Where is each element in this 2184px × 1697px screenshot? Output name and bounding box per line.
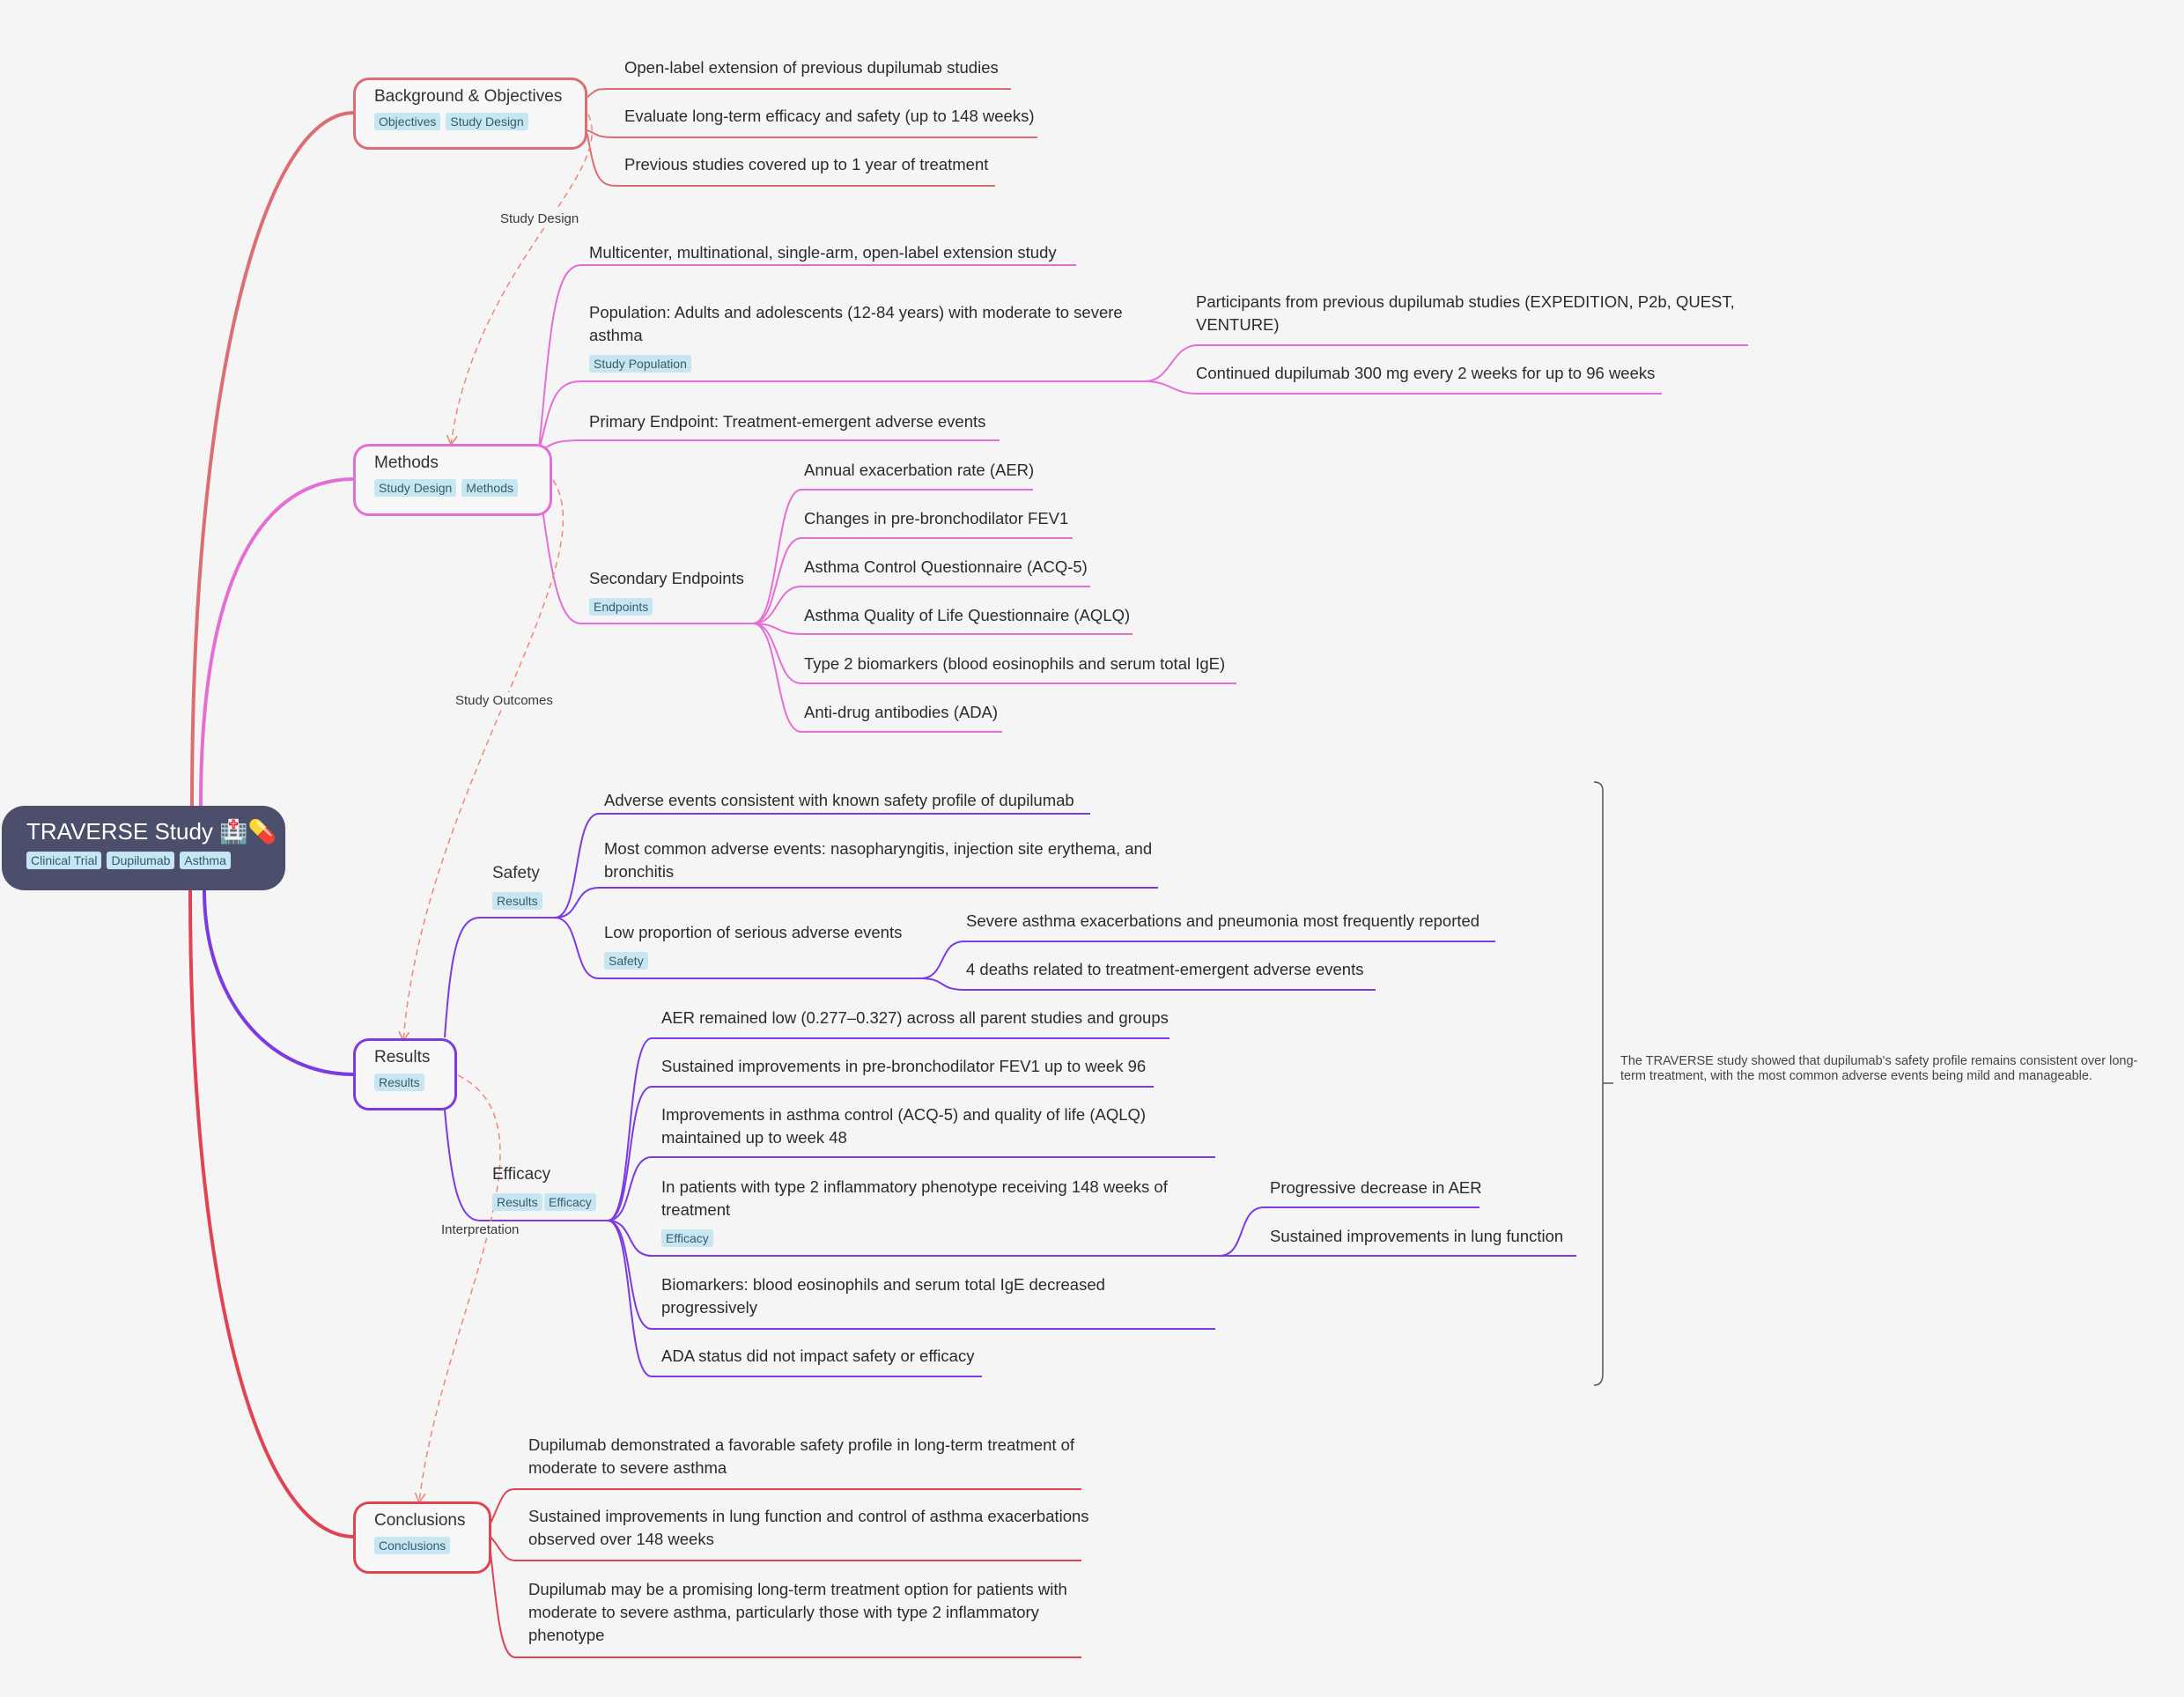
results-efficacy[interactable]: Efficacy xyxy=(492,1163,550,1186)
results-summary[interactable]: The TRAVERSE study showed that dupilumab… xyxy=(1620,1054,2138,1083)
summary-bracket xyxy=(1593,781,1604,1386)
branch-results xyxy=(203,889,355,1076)
efficacy-item[interactable]: Biomarkers: blood eosinophils and serum … xyxy=(661,1275,1105,1317)
safety-tag: Results xyxy=(492,892,542,910)
root-tag: Asthma xyxy=(180,852,231,869)
type2-item[interactable]: Sustained improvements in lung function xyxy=(1270,1227,1564,1245)
population-tag: Study Population xyxy=(589,355,691,373)
background-item[interactable]: Open-label extension of previous dupilum… xyxy=(624,58,999,77)
topic-title: Conclusions xyxy=(374,1511,466,1530)
methods-population[interactable]: Population: Adults and adolescents (12-8… xyxy=(589,303,1123,344)
serious-events-tag: Safety xyxy=(604,952,648,970)
relationship-lines xyxy=(398,114,593,1504)
topic-tag: Study Design xyxy=(374,479,457,497)
secondary-endpoints-tag: Endpoints xyxy=(589,598,653,616)
safety-serious-events[interactable]: Low proportion of serious adverse events xyxy=(604,923,903,941)
relationship-label[interactable]: Study Outcomes xyxy=(453,692,556,709)
results-safety[interactable]: Safety xyxy=(492,862,540,885)
root-topic[interactable]: TRAVERSE Study 🏥💊 Clinical Trial Dupilum… xyxy=(2,806,285,890)
background-item[interactable]: Previous studies covered up to 1 year of… xyxy=(624,155,989,173)
topic-title: Results xyxy=(374,1048,431,1066)
root-tag: Clinical Trial xyxy=(26,852,102,869)
topic-methods[interactable]: Methods Study Design Methods xyxy=(353,444,552,516)
relationship-study-design-line xyxy=(446,114,593,446)
population-item[interactable]: Participants from previous dupilumab stu… xyxy=(1196,292,1735,334)
efficacy-item[interactable]: Sustained improvements in pre-bronchodil… xyxy=(661,1057,1147,1075)
efficacy-tag: Efficacy xyxy=(544,1193,596,1211)
root-title: TRAVERSE Study 🏥💊 xyxy=(26,818,277,845)
topic-conclusions[interactable]: Conclusions Conclusions xyxy=(353,1501,491,1574)
conclusion-item[interactable]: Dupilumab may be a promising long-term t… xyxy=(528,1580,1067,1644)
topic-background-objectives[interactable]: Background & Objectives Objectives Study… xyxy=(353,77,587,150)
topic-tag: Study Design xyxy=(446,113,528,130)
branch-background xyxy=(190,111,355,807)
safety-label: Safety xyxy=(492,864,540,882)
root-tag: Dupilumab xyxy=(107,852,175,869)
secondary-endpoint-item[interactable]: Changes in pre-bronchodilator FEV1 xyxy=(804,509,1069,528)
methods-primary-endpoint[interactable]: Primary Endpoint: Treatment-emergent adv… xyxy=(589,412,986,431)
conclusion-item[interactable]: Sustained improvements in lung function … xyxy=(528,1507,1089,1548)
serious-events-item[interactable]: Severe asthma exacerbations and pneumoni… xyxy=(966,911,1480,930)
branch-methods xyxy=(199,477,355,807)
results-connectors xyxy=(444,813,1576,1377)
serious-events-item[interactable]: 4 deaths related to treatment-emergent a… xyxy=(966,960,1364,978)
topic-results[interactable]: Results Results xyxy=(353,1038,457,1110)
type2-tag: Efficacy xyxy=(661,1229,713,1247)
efficacy-label: Efficacy xyxy=(492,1165,551,1184)
efficacy-tag: Results xyxy=(492,1193,542,1211)
topic-title: Background & Objectives xyxy=(374,87,563,106)
safety-item[interactable]: Adverse events consistent with known saf… xyxy=(604,791,1074,809)
secondary-endpoint-item[interactable]: Anti-drug antibodies (ADA) xyxy=(804,703,999,721)
efficacy-item[interactable]: Improvements in asthma control (ACQ-5) a… xyxy=(661,1105,1147,1147)
background-item[interactable]: Evaluate long-term efficacy and safety (… xyxy=(624,107,1035,125)
population-item[interactable]: Continued dupilumab 300 mg every 2 weeks… xyxy=(1196,364,1656,382)
efficacy-item[interactable]: ADA status did not impact safety or effi… xyxy=(661,1347,975,1365)
topic-tag: Objectives xyxy=(374,113,441,130)
methods-design[interactable]: Multicenter, multinational, single-arm, … xyxy=(589,243,1057,262)
topic-tag: Results xyxy=(374,1074,424,1091)
secondary-endpoint-item[interactable]: Asthma Control Questionnaire (ACQ-5) xyxy=(804,557,1088,576)
relationship-study-outcomes-line xyxy=(398,479,564,1043)
safety-item[interactable]: Most common adverse events: nasopharyngi… xyxy=(604,839,1153,881)
secondary-endpoint-item[interactable]: Asthma Quality of Life Questionnaire (AQ… xyxy=(804,606,1131,624)
conclusions-connectors xyxy=(490,1488,1081,1658)
conclusion-item[interactable]: Dupilumab demonstrated a favorable safet… xyxy=(528,1435,1075,1477)
secondary-endpoint-item[interactable]: Type 2 biomarkers (blood eosinophils and… xyxy=(804,654,1226,673)
topic-title: Methods xyxy=(374,454,439,472)
root-tags: Clinical Trial Dupilumab Asthma xyxy=(26,852,285,869)
type2-item[interactable]: Progressive decrease in AER xyxy=(1270,1178,1482,1197)
relationship-interpretation-line xyxy=(414,1074,501,1504)
efficacy-item[interactable]: AER remained low (0.277–0.327) across al… xyxy=(661,1008,1169,1027)
relationship-label[interactable]: Interpretation xyxy=(439,1221,522,1238)
methods-secondary-endpoints[interactable]: Secondary Endpoints xyxy=(589,569,744,587)
branch-conclusions xyxy=(188,889,355,1538)
secondary-endpoint-item[interactable]: Annual exacerbation rate (AER) xyxy=(804,461,1035,479)
efficacy-type2[interactable]: In patients with type 2 inflammatory phe… xyxy=(661,1177,1168,1219)
topic-tag: Methods xyxy=(461,479,518,497)
topic-tag: Conclusions xyxy=(374,1537,451,1554)
relationship-label[interactable]: Study Design xyxy=(498,210,582,227)
